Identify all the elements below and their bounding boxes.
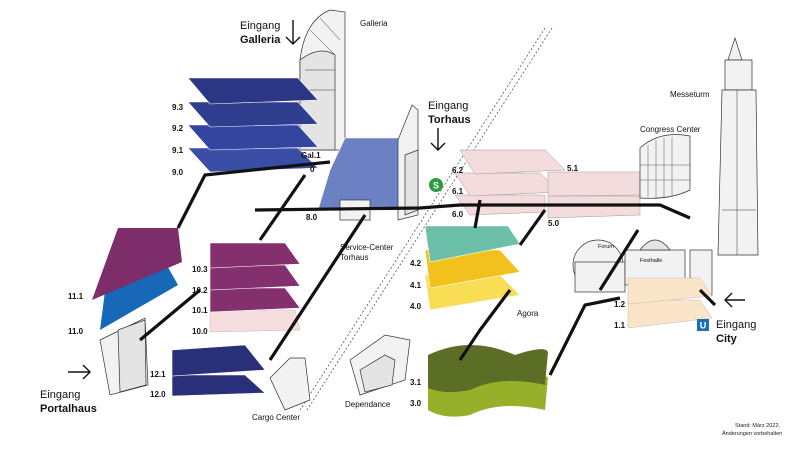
hall-6-1 [454,172,561,197]
hall-5 [547,171,641,219]
level-12-0: 12.0 [150,390,166,399]
cargo-center-building [269,357,311,411]
level-3-1: 3.1 [410,378,422,387]
hall-6 [454,149,566,216]
level-9-3: 9.3 [172,103,184,112]
entrance-galleria-prefix: Eingang [240,20,280,32]
label-congress-center: Congress Center [640,125,701,134]
level-9-0: 9.0 [172,168,184,177]
hall-10-1 [209,287,301,313]
hall-1 [627,277,713,329]
level-8-0: 8.0 [306,213,318,222]
entrance-portalhaus-prefix: Eingang [40,389,80,401]
congress-center-building [639,134,691,199]
ubahn-letter: U [700,321,707,331]
sbahn-letter: S [433,181,439,191]
level-5-0: 5.0 [548,219,560,228]
level-10-2: 10.2 [192,286,208,295]
level-3-0: 3.0 [410,399,422,408]
hall-9-2 [187,101,319,128]
hall-6-2 [459,149,566,175]
arrow-down-icon [430,128,446,151]
entrance-portalhaus-name: Portalhaus [40,403,97,415]
hall-5-0 [547,195,641,219]
entrance-city-prefix: Eingang [716,319,756,331]
hall-10-2 [209,264,301,291]
level-12-1: 12.1 [150,370,166,379]
entrance-city-name: City [716,333,738,345]
hall-12 [171,344,266,397]
arrow-down-icon [285,20,301,45]
hall-9-1 [187,124,319,151]
level-9-2: 9.2 [172,124,184,133]
hall-1-2 [627,277,713,305]
level-9-1: 9.1 [172,146,184,155]
torhaus-building [339,104,419,221]
level-5-1: 5.1 [567,164,579,173]
hall-9 [187,77,319,173]
level-11-1: 11.1 [68,292,84,301]
level-10-1: 10.1 [192,306,208,315]
hall-10-3 [209,242,301,269]
hall-5-1 [547,171,641,197]
arrow-left-icon [724,292,745,308]
hall-10 [209,242,301,333]
level-4-1: 4.1 [410,281,422,290]
hall-12-0 [171,374,266,397]
hall-12-1 [171,344,266,377]
label-torhaus: Torhaus [340,253,368,262]
sbahn-icon: S [429,178,443,192]
level-10-0: 10.0 [192,327,208,336]
level-6-2: 6.2 [452,166,464,175]
level-6-0: 6.0 [452,210,464,219]
level-gal-1: Gal.1 [301,151,321,160]
level-gal-0: 0 [310,165,315,174]
label-festhalle: Festhalle [640,258,662,264]
level-11-0: 11.0 [68,327,84,336]
label-cargo-center: Cargo Center [252,413,300,422]
level-4-0: 4.0 [410,302,422,311]
level-4-2: 4.2 [410,259,422,268]
level-1-2: 1.2 [614,300,626,309]
hall-3 [428,345,548,417]
level-6-1: 6.1 [452,187,464,196]
footer-date: Stand: März 2022, [735,423,780,429]
hall-10-0 [209,309,301,333]
hall-11-1 [92,228,182,300]
hall-11 [92,228,182,330]
portalhaus-building [99,317,149,396]
entrance-torhaus-prefix: Eingang [428,100,468,112]
entrance-torhaus-name: Torhaus [428,114,471,126]
messeturm-building [717,36,759,256]
hall-4 [424,225,521,311]
hall-1-1 [627,299,713,329]
footer-note: Änderungen vorbehalten [722,430,782,437]
label-agora: Agora [517,309,539,318]
label-service-center: Service-Center [340,243,394,252]
galleria-building [299,9,346,151]
level-10-3: 10.3 [192,265,208,274]
label-galleria: Galleria [360,19,388,28]
dependance-building [349,334,411,396]
entrance-galleria-name: Galleria [240,34,281,46]
label-forum: Forum [598,244,614,250]
hall-9-3 [187,77,319,105]
label-dependance: Dependance [345,400,391,409]
ubahn-icon: U [697,319,709,331]
level-1-1: 1.1 [614,321,626,330]
label-messeturm: Messeturm [670,90,710,99]
walkways [138,160,717,376]
arrow-right-icon [68,364,91,380]
hall-3-1 [428,345,548,393]
